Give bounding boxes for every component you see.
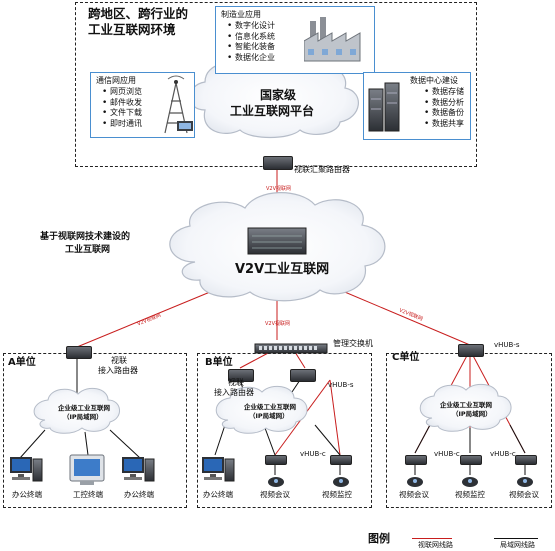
list-item: 文件下载 xyxy=(102,108,142,119)
unit-b-zone xyxy=(197,353,372,508)
core-side-label-line1: 基于视联网技术建设的 xyxy=(40,232,131,242)
unit-a-router-icon xyxy=(66,346,92,359)
unit-b-vhub-c-icon xyxy=(265,455,287,465)
comm-apps-list: 网页浏览 邮件收发 文件下载 即时通讯 xyxy=(100,87,142,129)
unit-a-zone xyxy=(3,353,187,508)
list-item: 网页浏览 xyxy=(102,87,142,98)
list-item: 数据分析 xyxy=(424,98,464,109)
unit-a-terminal-label: 办公终端 xyxy=(124,490,154,499)
list-item: 信息化系统 xyxy=(227,32,275,43)
unit-c-vhub-c-icon xyxy=(405,455,427,465)
unit-b-terminal-label: 视频监控 xyxy=(322,490,352,499)
management-switch-label: 管理交换机 xyxy=(333,339,373,348)
list-item: 即时通讯 xyxy=(102,119,142,130)
manufacturing-apps-list: 数字化设计 信息化系统 智能化装备 数据化企业 xyxy=(225,21,275,63)
platform-label-line2: 工业互联网平台 xyxy=(230,104,315,118)
platform-label-line1: 国家级 xyxy=(260,88,297,102)
video-conference-icon xyxy=(517,477,533,487)
unit-c-vhub-c-label: vHUB-c xyxy=(490,450,516,458)
legend-v2v-line xyxy=(412,538,452,539)
datacenter-panel: 数据中心建设 数据存储 数据分析 数据备份 数据共享 xyxy=(363,72,471,140)
lan-links xyxy=(19,357,526,475)
lan-cloud-c xyxy=(419,383,512,432)
unit-c-vhub-c-icon xyxy=(515,455,537,465)
lan-cloud-a xyxy=(33,387,120,434)
unit-c-vhub-s-label: vHUB-s xyxy=(494,341,520,349)
manufacturing-apps-panel: 制造业应用 数字化设计 信息化系统 智能化装备 数据化企业 xyxy=(215,6,375,74)
server-rack-icon xyxy=(368,82,400,132)
datacenter-list: 数据存储 数据分析 数据备份 数据共享 xyxy=(422,87,464,129)
video-surveillance-icon xyxy=(333,477,349,487)
unit-c-lan-line1: 企业级工业互联网 xyxy=(440,401,492,409)
unit-b-lan-line1: 企业级工业互联网 xyxy=(244,403,296,411)
unit-b-vhub-s-icon xyxy=(290,369,316,382)
list-item: 邮件收发 xyxy=(102,98,142,109)
video-surveillance-icon xyxy=(462,477,478,487)
unit-a-terminal-label: 工控终端 xyxy=(73,490,103,499)
top-zone-title-line1: 跨地区、跨行业的 xyxy=(88,6,189,21)
unit-c-vhub-c-label: vHUB-c xyxy=(434,450,460,458)
aggregation-router-label: 视联汇聚路由器 xyxy=(294,165,350,174)
unit-c-vhub-c-icon xyxy=(460,455,482,465)
unit-b-vhub-s-label: vHUB-s xyxy=(328,381,354,389)
unit-c-terminal-label: 视频会议 xyxy=(509,490,539,499)
aggregation-router-icon xyxy=(263,156,293,170)
comm-apps-panel: 通信网应用 网页浏览 邮件收发 文件下载 即时通讯 xyxy=(90,72,195,138)
list-item: 数字化设计 xyxy=(227,21,275,32)
unit-c-lan-line2: （IP局域网） xyxy=(452,410,492,418)
industrial-terminal-icon xyxy=(69,454,105,485)
platform-cloud xyxy=(189,56,359,139)
office-terminal-icon xyxy=(122,457,155,482)
manufacturing-apps-title: 制造业应用 xyxy=(221,10,261,19)
list-item: 数据化企业 xyxy=(227,53,275,64)
unit-a-title: A单位 xyxy=(8,357,36,368)
video-conference-icon xyxy=(268,477,284,487)
lan-cloud-b xyxy=(215,385,308,434)
v2v-link-label-b: V2V视联网 xyxy=(265,321,291,327)
list-item: 数据备份 xyxy=(424,108,464,119)
unit-b-terminal-label: 办公终端 xyxy=(203,490,233,499)
signal-tower-icon xyxy=(164,75,193,134)
core-cloud-label: V2V工业互联网 xyxy=(235,262,330,277)
list-item: 数据存储 xyxy=(424,87,464,98)
unit-b-router-icon xyxy=(228,369,254,382)
v2v-link-label-top: V2V视联网 xyxy=(266,186,292,192)
legend-title: 图例 xyxy=(368,532,390,545)
unit-a-router-label-line1: 视联 xyxy=(111,356,127,365)
list-item: 智能化装备 xyxy=(227,42,275,53)
management-switch-icon xyxy=(254,343,328,354)
unit-c-terminal-label: 视频监控 xyxy=(455,490,485,499)
top-zone-title-line2: 工业互联网环境 xyxy=(88,22,176,37)
video-conference-icon xyxy=(407,477,423,487)
legend-v2v-label: 视联网线路 xyxy=(418,541,453,549)
unit-b-terminal-label: 视频会议 xyxy=(260,490,290,499)
legend-lan-line xyxy=(494,538,538,539)
unit-c-terminal-label: 视频会议 xyxy=(399,490,429,499)
office-terminal-icon xyxy=(202,457,235,482)
unit-b-title: B单位 xyxy=(205,357,233,368)
unit-b-router-label-line2: 接入路由器 xyxy=(214,388,254,397)
list-item: 数据共享 xyxy=(424,119,464,130)
unit-b-vhub-c-icon xyxy=(330,455,352,465)
unit-a-router-label-line2: 接入路由器 xyxy=(98,366,138,375)
datacenter-title: 数据中心建设 xyxy=(410,76,458,85)
unit-b-vhub-c-label: vHUB-c xyxy=(300,450,326,458)
unit-c-vhub-s-icon xyxy=(458,344,484,357)
unit-a-terminal-label: 办公终端 xyxy=(12,490,42,499)
office-terminal-icon xyxy=(10,457,43,482)
unit-a-lan-line1: 企业级工业互联网 xyxy=(58,404,110,412)
unit-a-lan-line2: （IP局域网） xyxy=(63,413,103,421)
unit-b-lan-line2: （IP局域网） xyxy=(249,412,289,420)
unit-c-title: C单位 xyxy=(392,352,420,363)
legend-lan-label: 局域网线路 xyxy=(500,541,535,549)
core-server-icon xyxy=(247,227,307,255)
core-side-label-line2: 工业互联网 xyxy=(65,245,111,255)
unit-b-router-label-line1: 视联 xyxy=(228,378,244,387)
factory-icon xyxy=(304,17,361,62)
comm-apps-title: 通信网应用 xyxy=(96,76,136,85)
